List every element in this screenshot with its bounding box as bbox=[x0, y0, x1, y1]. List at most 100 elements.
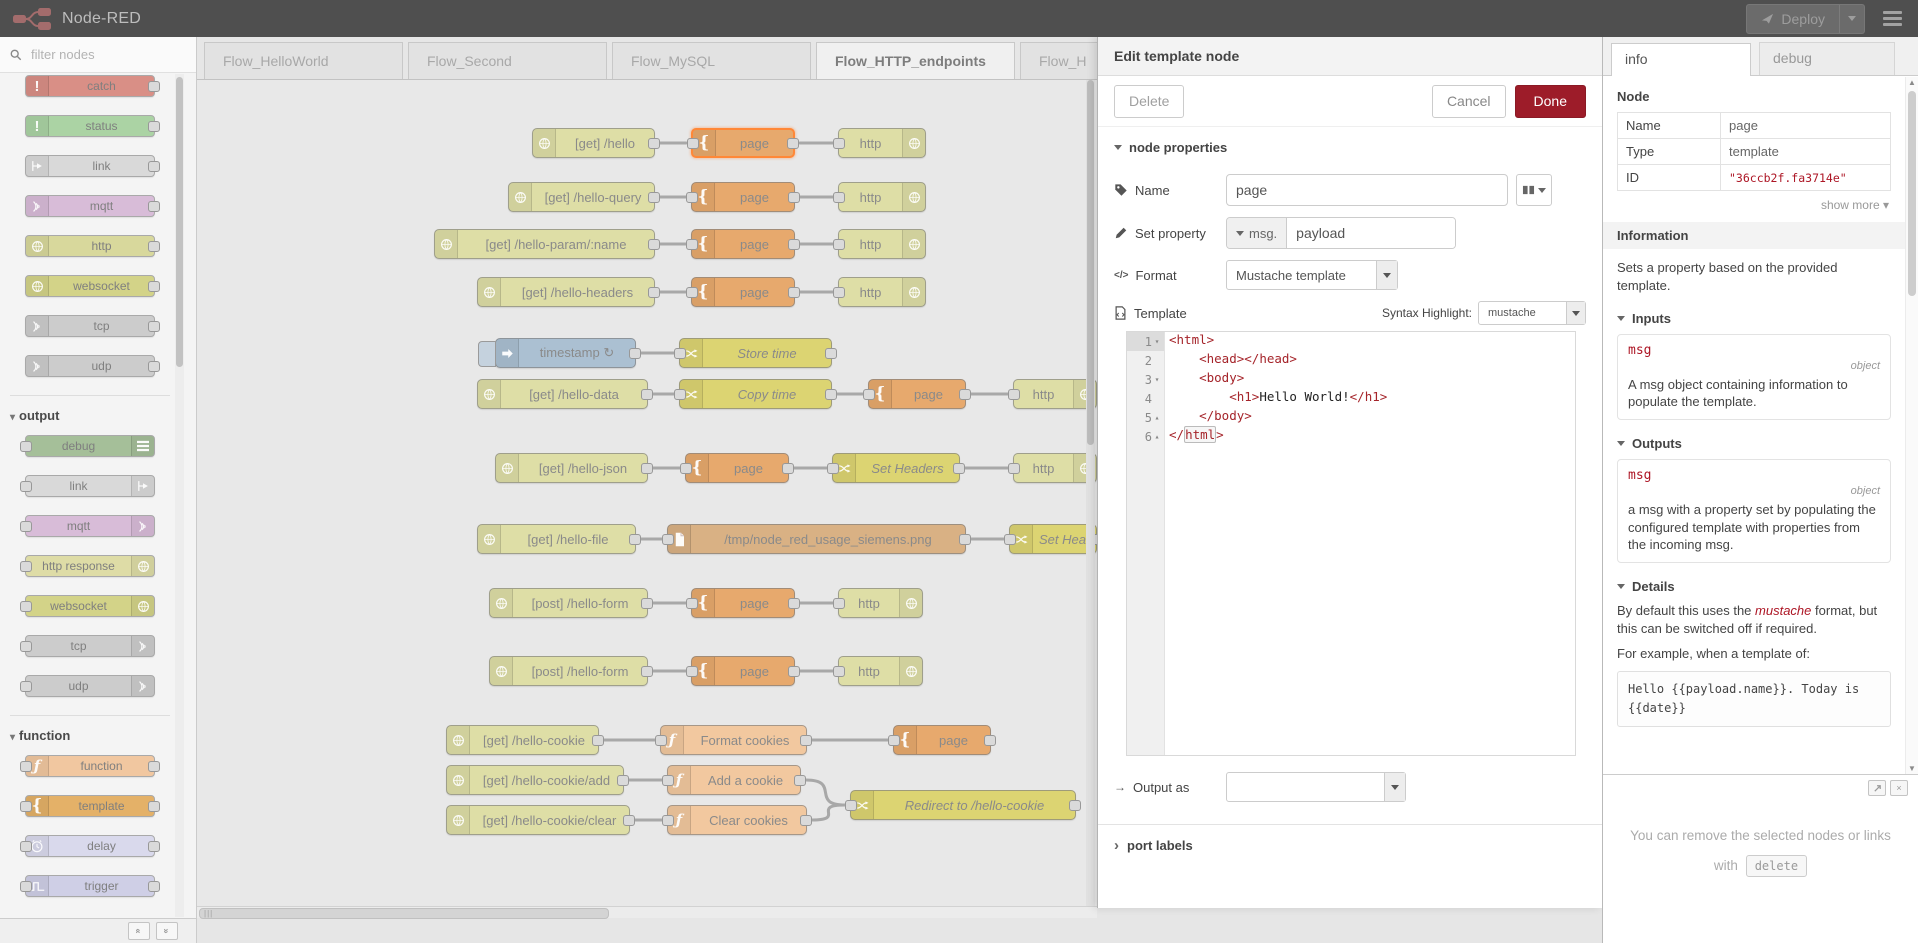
flow-node-http-5[interactable]: http bbox=[1008, 379, 1097, 409]
output-port[interactable] bbox=[788, 192, 800, 203]
input-port[interactable] bbox=[20, 601, 32, 612]
flow-node-page-2[interactable]: {page bbox=[686, 182, 800, 212]
input-port[interactable] bbox=[20, 561, 32, 572]
flow-node-file-node[interactable]: /tmp/node_red_usage_siemens.png bbox=[662, 524, 971, 554]
palette-node-link[interactable]: link bbox=[20, 475, 155, 497]
flow-node-page-5[interactable]: {page bbox=[863, 379, 971, 409]
open-in-window-icon[interactable] bbox=[1868, 780, 1886, 796]
output-port[interactable] bbox=[959, 389, 971, 400]
set-property-typedinput[interactable]: msg. payload bbox=[1226, 217, 1457, 249]
input-port[interactable] bbox=[20, 641, 32, 652]
flow-node-http-6[interactable]: http bbox=[1008, 453, 1097, 483]
inject-button[interactable] bbox=[478, 341, 496, 367]
input-port[interactable] bbox=[662, 534, 674, 545]
output-port[interactable] bbox=[641, 598, 653, 609]
palette-node-websocket[interactable]: websocket bbox=[25, 275, 160, 297]
output-port[interactable] bbox=[788, 287, 800, 298]
input-port[interactable] bbox=[662, 775, 674, 786]
palette-node-tcp[interactable]: tcp bbox=[20, 635, 155, 657]
input-port[interactable] bbox=[686, 598, 698, 609]
input-port[interactable] bbox=[888, 735, 900, 746]
palette-node-http[interactable]: http bbox=[25, 235, 160, 257]
input-port[interactable] bbox=[655, 735, 667, 746]
palette-collapse-all-button[interactable]: « bbox=[128, 922, 150, 940]
flow-tab-Flow_H[interactable]: Flow_H bbox=[1020, 42, 1097, 79]
output-port[interactable] bbox=[641, 666, 653, 677]
output-port[interactable] bbox=[148, 841, 160, 852]
output-port[interactable] bbox=[787, 138, 799, 149]
output-port[interactable] bbox=[592, 735, 604, 746]
flow-node-get-hello-data[interactable]: [get] /hello-data bbox=[477, 379, 653, 409]
flow-node-post-hello-form-2[interactable]: [post] /hello-form bbox=[489, 656, 653, 686]
cancel-button[interactable]: Cancel bbox=[1431, 84, 1506, 118]
inputs-section-header[interactable]: Inputs bbox=[1617, 311, 1891, 326]
palette-node-mqtt[interactable]: mqtt bbox=[20, 515, 155, 537]
input-port[interactable] bbox=[687, 138, 699, 149]
output-port[interactable] bbox=[148, 121, 160, 132]
input-port[interactable] bbox=[686, 666, 698, 677]
flow-node-set-headers-2[interactable]: Set Headers bbox=[1004, 524, 1097, 554]
canvas-horizontal-scrollbar[interactable]: ||| bbox=[197, 906, 1097, 919]
output-port[interactable] bbox=[825, 389, 837, 400]
port-labels-section[interactable]: › port labels bbox=[1114, 836, 1193, 854]
flow-node-redirect[interactable]: Redirect to /hello-cookie bbox=[845, 790, 1081, 820]
palette-node-mqtt[interactable]: mqtt bbox=[25, 195, 160, 217]
show-more-link[interactable]: show more ▾ bbox=[1820, 198, 1889, 212]
output-port[interactable] bbox=[648, 287, 660, 298]
mustache-link[interactable]: mustache bbox=[1755, 602, 1812, 618]
input-port[interactable] bbox=[863, 389, 875, 400]
scroll-down-icon[interactable]: ▼ bbox=[1908, 764, 1916, 773]
output-port[interactable] bbox=[148, 81, 160, 92]
output-port[interactable] bbox=[148, 881, 160, 892]
output-port[interactable] bbox=[800, 815, 812, 826]
flow-node-page-7[interactable]: {page bbox=[686, 588, 800, 618]
flow-node-page-1[interactable]: {page bbox=[687, 128, 799, 158]
outputs-section-header[interactable]: Outputs bbox=[1617, 436, 1891, 451]
palette-node-catch[interactable]: !catch bbox=[25, 75, 160, 97]
output-port[interactable] bbox=[641, 389, 653, 400]
palette-node-udp[interactable]: udp bbox=[20, 675, 155, 697]
deploy-button[interactable]: Deploy bbox=[1746, 3, 1865, 34]
output-port[interactable] bbox=[617, 775, 629, 786]
output-port[interactable] bbox=[148, 161, 160, 172]
flow-node-http-8[interactable]: http bbox=[833, 656, 923, 686]
output-port[interactable] bbox=[984, 735, 996, 746]
palette-category-function[interactable]: ▾function bbox=[10, 715, 170, 743]
close-icon[interactable]: × bbox=[1890, 780, 1908, 796]
output-port[interactable] bbox=[825, 348, 837, 359]
node-properties-section[interactable]: node properties bbox=[1098, 127, 1602, 157]
palette-node-tcp[interactable]: tcp bbox=[25, 315, 160, 337]
output-port[interactable] bbox=[953, 463, 965, 474]
input-port[interactable] bbox=[20, 841, 32, 852]
input-port[interactable] bbox=[833, 138, 845, 149]
flow-node-page-4[interactable]: {page bbox=[686, 277, 800, 307]
palette-node-status[interactable]: !status bbox=[25, 115, 160, 137]
input-port[interactable] bbox=[20, 761, 32, 772]
input-port[interactable] bbox=[20, 521, 32, 532]
palette-category-output[interactable]: ▾output bbox=[10, 395, 170, 423]
editor-code[interactable]: <html> <head></head> <body> <h1>Hello Wo… bbox=[1169, 332, 1388, 443]
flow-node-http-3[interactable]: http bbox=[833, 229, 926, 259]
details-section-header[interactable]: Details bbox=[1617, 579, 1891, 594]
output-port[interactable] bbox=[148, 281, 160, 292]
flow-node-http-1[interactable]: http bbox=[833, 128, 926, 158]
palette-expand-all-button[interactable]: » bbox=[156, 922, 178, 940]
delete-button[interactable]: Delete bbox=[1114, 84, 1185, 118]
input-port[interactable] bbox=[686, 287, 698, 298]
input-port[interactable] bbox=[674, 348, 686, 359]
flow-node-http-2[interactable]: http bbox=[833, 182, 926, 212]
input-port[interactable] bbox=[833, 598, 845, 609]
input-port[interactable] bbox=[833, 192, 845, 203]
flow-node-get-hello-cookie-add[interactable]: [get] /hello-cookie/add bbox=[446, 765, 629, 795]
palette-node-http-response[interactable]: http response bbox=[20, 555, 155, 577]
flow-node-get-hello-query[interactable]: [get] /hello-query bbox=[508, 182, 660, 212]
sidebar-tab-debug[interactable]: debug bbox=[1759, 42, 1895, 75]
input-port[interactable] bbox=[20, 681, 32, 692]
output-port[interactable] bbox=[148, 361, 160, 372]
flow-tab-Flow_Second[interactable]: Flow_Second bbox=[408, 42, 607, 79]
flow-node-get-hello-param[interactable]: [get] /hello-param/:name bbox=[434, 229, 660, 259]
